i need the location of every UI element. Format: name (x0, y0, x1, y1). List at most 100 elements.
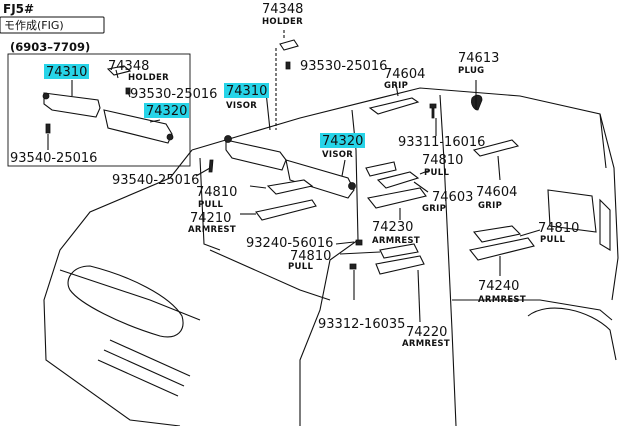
visor-bracket-right (348, 182, 356, 190)
note-box (0, 16, 105, 34)
screw-93312 (349, 263, 357, 270)
visor-bracket-left (224, 135, 232, 143)
highlight-marker (320, 133, 365, 148)
rear-belt (452, 299, 613, 321)
part-name: GRIP (478, 201, 502, 211)
armrest-74220 (375, 255, 425, 275)
part-number: 74604 (384, 67, 425, 82)
pull-upper-leader (419, 169, 431, 175)
part-name: GRIP (422, 204, 446, 214)
model-code: FJ5# (3, 2, 34, 16)
interior-trim-parts (195, 80, 541, 323)
holder-main (279, 39, 299, 51)
callout-p-93312: 93312-16035 (318, 317, 405, 332)
rear-window (599, 198, 611, 251)
part-name: ARMREST (188, 225, 236, 235)
part-name: PLUG (458, 66, 484, 76)
callout-p-93540-inset: 93540-25016 (10, 151, 97, 166)
part-number: 74220 (406, 325, 447, 340)
part-number: 74320 (146, 104, 187, 119)
callout-p-74320-inset: 74320 (144, 103, 189, 119)
pull-lower (379, 243, 419, 259)
header: FJ5# モ作成(FIG) (0, 2, 105, 34)
pull-left-leader (249, 185, 267, 189)
pull-left (266, 179, 314, 195)
screw-93240 (355, 239, 363, 246)
hood-outline (43, 149, 193, 426)
inset-leader-3 (127, 91, 131, 98)
callout-p-93530-inset: 93530-25016 (130, 87, 217, 102)
callout-p-93540-main: 93540-25016 (112, 173, 199, 188)
part-number: 93530-25016 (300, 59, 387, 74)
part-number: 74613 (458, 51, 499, 66)
grip-74603-leader (413, 181, 429, 193)
part-name: PULL (198, 200, 223, 210)
callout-p-93530-main: 93530-25016 (300, 59, 387, 74)
part-name: PULL (424, 168, 449, 178)
part-name: VISOR (226, 101, 257, 111)
visor-leader-1 (265, 91, 271, 131)
grip-right-leader (497, 155, 501, 181)
plug-74613 (471, 94, 483, 111)
rear-wheel-arch (527, 307, 617, 361)
c-pillar (439, 94, 457, 426)
main-visor-parts (208, 30, 356, 199)
part-number: 74603 (432, 190, 473, 205)
part-number: 74210 (190, 211, 231, 226)
part-name: GRIP (384, 81, 408, 91)
part-number: 93240-56016 (246, 236, 333, 251)
part-name: HOLDER (262, 17, 303, 27)
grip-top-leader (395, 83, 399, 97)
part-number: 74810 (196, 185, 237, 200)
part-number: 74320 (322, 134, 363, 149)
inset-holder (106, 65, 132, 76)
pull-right-leader (519, 229, 541, 237)
visor-leader-2 (341, 159, 346, 177)
note-text: モ作成(FIG) (4, 19, 64, 32)
part-name: ARMREST (402, 339, 450, 349)
part-number: 74348 (108, 59, 149, 74)
screw-93311 (429, 103, 437, 119)
inset-visor-parts (42, 65, 174, 150)
screw-93240-leader (335, 241, 355, 245)
headlight (67, 265, 184, 338)
part-number: 74810 (538, 221, 579, 236)
part-number: 74604 (476, 185, 517, 200)
rear-side-window (547, 189, 597, 233)
highlight-marker (224, 83, 269, 98)
part-number: 74348 (262, 2, 303, 17)
part-number: 74810 (290, 249, 331, 264)
holder-screw (285, 61, 291, 70)
inset-bracket-right (166, 133, 174, 141)
inset-bracket-left (42, 92, 50, 100)
grip-right (472, 139, 520, 157)
b-pillar (299, 109, 359, 426)
inset-screw (45, 123, 51, 134)
part-name: HOLDER (128, 73, 169, 83)
part-name: PULL (540, 235, 565, 245)
part-number: 93312-16035 (318, 317, 405, 332)
pull-upper (365, 161, 397, 177)
belt-line (209, 249, 331, 301)
grille (97, 339, 191, 397)
part-number: 74230 (372, 220, 413, 235)
pull-lower-leader (339, 251, 381, 255)
part-number: 74240 (478, 279, 519, 294)
visor-right (285, 159, 355, 199)
visor-screw (208, 159, 214, 173)
inset-leader-4 (149, 119, 161, 123)
inset-screw-2 (125, 87, 131, 95)
highlight-marker (44, 64, 89, 79)
